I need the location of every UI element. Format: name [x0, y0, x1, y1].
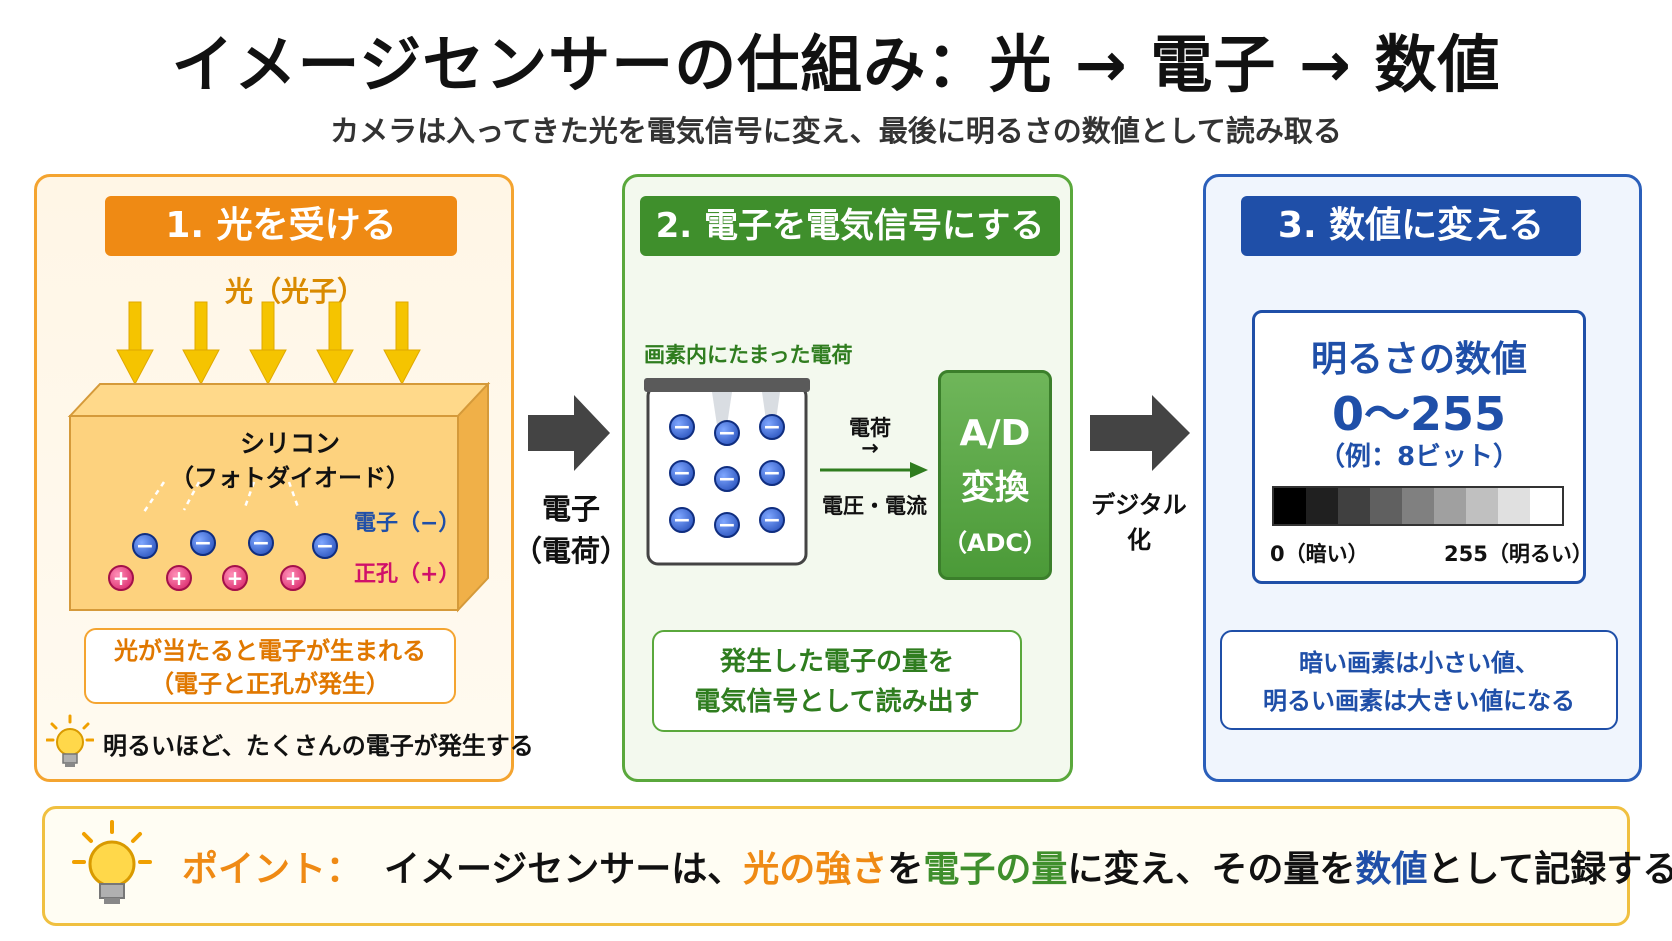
- point-head: ポイント：: [182, 849, 363, 890]
- point-box: [42, 806, 1630, 926]
- gradient-swatch: [1306, 488, 1338, 524]
- light-arrow-5: [383, 301, 421, 386]
- point-light-strength: 光の強さ: [743, 849, 888, 890]
- flow-arrow-2: [1090, 395, 1190, 471]
- flow1-label-line1: 電子: [541, 492, 600, 526]
- gradient-swatch: [1434, 488, 1466, 524]
- lightbulb-icon: [72, 820, 152, 904]
- value-title: 明るさの数値: [1310, 339, 1527, 380]
- charge-text: 電荷: [849, 416, 891, 440]
- point-text-5: に変え、その量を: [1067, 849, 1356, 890]
- light-arrow-1: [116, 301, 154, 386]
- adc-line2: 変換: [961, 468, 1029, 508]
- adc-line1: A/D: [959, 413, 1031, 454]
- light-arrows: [116, 301, 421, 386]
- point-text: ポイント： イメージセンサーは、光の強さを電子の量に変え、その量を数値として記録す…: [182, 840, 1672, 892]
- step2-heading: 2. 電子を電気信号にする: [640, 196, 1060, 256]
- digitize-label: デジタル化: [1091, 491, 1187, 554]
- step3-heading: 3. 数値に変える: [1241, 196, 1581, 256]
- hole-icon: +: [222, 565, 248, 591]
- step2-note-line2: 電気信号として読み出す: [694, 687, 980, 717]
- step3-note-line1: 暗い画素は小さい値、: [1299, 649, 1539, 677]
- electron-label: 電子（−）: [354, 511, 461, 536]
- value-example: （例：8ビット）: [1318, 442, 1520, 472]
- pixel-charge-label: 画素内にたまった電荷: [644, 343, 853, 367]
- gradient-swatch: [1274, 488, 1306, 524]
- page-title: イメージセンサーの仕組み：光 → 電子 → 数値: [171, 28, 1501, 101]
- flow1-label-line2: （電荷）: [512, 534, 629, 568]
- step1-tip: 明るいほど、たくさんの電子が発生する: [103, 732, 534, 760]
- signal-arrow: [820, 462, 928, 478]
- gradient-swatch: [1402, 488, 1434, 524]
- gradient-swatch: [1466, 488, 1498, 524]
- silicon-title: シリコン: [239, 429, 340, 458]
- charge-icon: −: [714, 512, 740, 538]
- point-text-7: として記録する。: [1427, 849, 1672, 890]
- point-electron-amount: 電子の量: [923, 849, 1068, 890]
- gradient-swatch: [1370, 488, 1402, 524]
- charge-icon: −: [759, 507, 785, 533]
- charge-icon: −: [759, 414, 785, 440]
- dark-label: 0（暗い）: [1270, 542, 1369, 566]
- gradient-swatch: [1338, 488, 1370, 524]
- step1-heading: 1. 光を受ける: [105, 196, 457, 256]
- step2-note: 発生した電子の量を 電気信号として読み出す: [652, 630, 1022, 732]
- step1-note: 光が当たると電子が生まれる （電子と正孔が発生）: [84, 628, 456, 704]
- voltage-text: 電圧・電流: [822, 494, 927, 518]
- charge-icon: −: [669, 460, 695, 486]
- value-box: [1252, 310, 1586, 584]
- light-label: 光（光子）: [224, 275, 365, 308]
- electron-icon: −: [248, 530, 274, 556]
- adc-line3: （ADC）: [942, 529, 1048, 557]
- charge-icon: −: [669, 507, 695, 533]
- point-value: 数値: [1355, 849, 1428, 890]
- hole-label: 正孔（+）: [354, 562, 461, 587]
- step1-note-line1: 光が当たると電子が生まれる: [114, 637, 426, 665]
- hole-icon: +: [166, 565, 192, 591]
- page-subtitle: カメラは入ってきた光を電気信号に変え、最後に明るさの数値として読み取る: [330, 114, 1342, 148]
- lightbulb-icon: [46, 714, 94, 767]
- point-text-1: イメージセンサーは、: [384, 849, 744, 890]
- adc-box: A/D 変換 （ADC）: [938, 370, 1052, 580]
- charge-icon: −: [759, 460, 785, 486]
- electron-icon: −: [132, 533, 158, 559]
- silicon-block: [67, 382, 491, 613]
- brightness-gradient: [1272, 486, 1564, 526]
- step3-note-line2: 明るい画素は大きい値になる: [1263, 687, 1575, 715]
- flow-arrow-1: [528, 395, 610, 471]
- hole-icon: +: [280, 565, 306, 591]
- bright-label: 255（明るい）: [1444, 542, 1593, 566]
- step3-note: 暗い画素は小さい値、 明るい画素は大きい値になる: [1220, 630, 1618, 730]
- silicon-subtitle: （フォトダイオード）: [170, 464, 410, 492]
- light-arrow-4: [316, 301, 354, 386]
- step1-note-line2: （電子と正孔が発生）: [150, 670, 390, 698]
- gradient-swatch: [1498, 488, 1530, 524]
- electron-icon: −: [190, 530, 216, 556]
- value-range: 0〜255: [1331, 387, 1507, 441]
- step2-note-line1: 発生した電子の量を: [719, 647, 954, 677]
- gradient-swatch: [1530, 488, 1562, 524]
- point-text-3: を: [887, 849, 924, 890]
- electron-icon: −: [312, 533, 338, 559]
- light-arrow-2: [182, 301, 220, 386]
- hole-icon: +: [108, 565, 134, 591]
- charge-icon: −: [669, 414, 695, 440]
- charge-arrow-glyph: →: [861, 436, 879, 460]
- charge-icon: −: [714, 420, 740, 446]
- light-arrow-3: [249, 301, 287, 386]
- charge-icon: −: [714, 466, 740, 492]
